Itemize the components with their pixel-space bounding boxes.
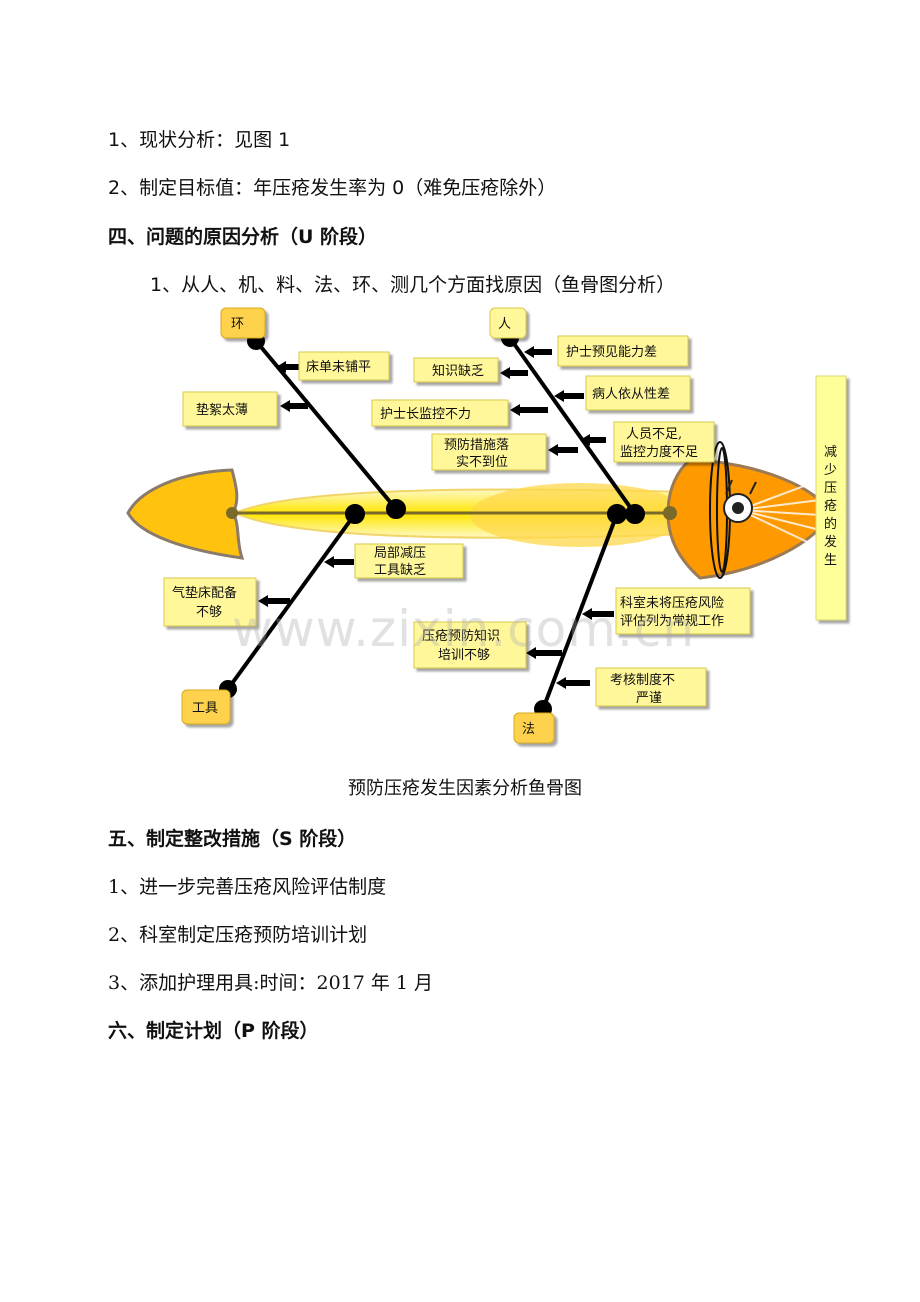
measure-item-1: 1、进一步完善压疮风险评估制度 — [108, 876, 387, 898]
status-analysis-line: 1、现状分析：见图 1 — [108, 129, 291, 151]
section-four-heading: 四、问题的原因分析（U 阶段） — [108, 226, 378, 248]
cause-label: 护士长监控不力 — [380, 407, 471, 422]
head-rays — [739, 479, 821, 549]
arrow-icon — [548, 444, 578, 456]
cause-label: 气垫床配备 — [172, 585, 237, 601]
outcome-char: 少 — [824, 463, 837, 478]
category-people-box: 人 — [489, 307, 527, 339]
arrow-icon — [580, 434, 606, 446]
outcome-char: 的 — [824, 516, 837, 532]
section-six-heading: 六、制定计划（P 阶段） — [108, 1020, 319, 1042]
diagram-caption: 预防压疮发生因素分析鱼骨图 — [348, 778, 582, 799]
arrow-icon — [510, 404, 548, 416]
cause-box — [557, 335, 689, 367]
outcome-char: 压 — [824, 481, 837, 496]
cause-arrows — [258, 346, 614, 689]
arrow-icon — [280, 400, 308, 412]
cause-label: 工具缺乏 — [374, 563, 426, 578]
category-method-box: 法 — [513, 712, 555, 744]
spine-node — [226, 507, 238, 519]
cause-label: 培训不够 — [438, 647, 490, 663]
section-five-heading: 五、制定整改措施（S 阶段） — [108, 828, 357, 850]
arrow-icon — [258, 595, 290, 607]
arrow-icon — [526, 647, 562, 659]
cause-box — [298, 351, 390, 381]
arrow-icon — [582, 608, 614, 620]
arrow-icon — [556, 677, 590, 689]
cause-label: 监控力度不足 — [620, 444, 698, 460]
cause-label: 局部减压 — [374, 546, 426, 561]
arrow-icon — [500, 367, 528, 379]
outcome-char: 发 — [824, 534, 837, 550]
measure-item-3: 3、添加护理用具:时间：2017 年 1 月 — [108, 972, 434, 994]
measure-item-2: 2、科室制定压疮预防培训计划 — [108, 924, 368, 946]
cause-label: 人员不足, — [626, 427, 682, 442]
outcome-box — [815, 375, 847, 621]
cause-box — [431, 433, 547, 471]
cause-box — [413, 357, 499, 383]
watermark: www.zixin.com.cn — [232, 600, 696, 658]
fish-eye — [723, 479, 757, 523]
bone-tools — [226, 512, 357, 691]
cause-label: 床单未铺平 — [306, 360, 371, 375]
cause-box — [613, 421, 715, 463]
cause-label: 压疮预防知识 — [422, 628, 500, 644]
arrow-icon — [524, 346, 552, 358]
cause-box — [615, 587, 751, 635]
category-env: 环 — [231, 317, 244, 332]
cause-box — [354, 543, 464, 579]
fish-head — [666, 458, 832, 580]
bone-method — [541, 513, 619, 710]
arrow-icon — [324, 556, 354, 568]
cause-label: 护士预见能力差 — [566, 345, 657, 360]
category-tools: 工具 — [192, 701, 218, 716]
bone-node — [625, 504, 645, 524]
spine-node — [663, 506, 677, 520]
outcome-char: 疮 — [824, 499, 837, 514]
bone-node — [607, 504, 627, 524]
cause-box — [371, 399, 509, 427]
cause-analysis-line: 1、从人、机、料、法、环、测几个方面找原因（鱼骨图分析） — [150, 274, 676, 296]
cause-label: 严谨 — [636, 691, 662, 706]
bone-people — [508, 336, 637, 516]
cause-box — [182, 391, 278, 427]
category-env-box: 环 — [220, 307, 266, 339]
cause-label: 科室未将压疮风险 — [620, 595, 724, 611]
outcome-char: 减 — [824, 445, 837, 460]
category-tools-box: 工具 — [181, 689, 231, 725]
cause-box — [163, 577, 257, 627]
category-method: 法 — [522, 722, 535, 737]
cause-label: 考核制度不 — [610, 672, 675, 688]
fish-body-glow — [470, 483, 690, 547]
cause-label: 实不到位 — [456, 455, 508, 470]
target-value-line: 2、制定目标值：年压疮发生率为 0（难免压疮除外） — [108, 177, 557, 199]
cause-label: 不够 — [196, 605, 222, 620]
cause-label: 病人依从性差 — [592, 387, 670, 402]
cause-box — [585, 375, 691, 411]
arrow-icon — [554, 390, 584, 402]
outcome-char: 生 — [824, 553, 837, 568]
cause-label: 预防措施落 — [444, 437, 509, 453]
arrow-icon — [276, 361, 300, 373]
cause-label: 垫絮太薄 — [196, 402, 248, 418]
cause-box — [413, 621, 527, 669]
fishbone-diagram: 环 人 工具 法 床单未铺平 垫絮太薄 知识缺乏 护士预见能力差 病人依从性差 … — [126, 307, 847, 744]
bone-node — [386, 499, 406, 519]
bone-node — [345, 504, 365, 524]
cause-label: 知识缺乏 — [432, 363, 484, 379]
cause-box — [595, 667, 707, 707]
fish-tail — [126, 468, 245, 560]
cause-label: 评估列为常规工作 — [620, 614, 724, 629]
category-people: 人 — [498, 317, 511, 332]
